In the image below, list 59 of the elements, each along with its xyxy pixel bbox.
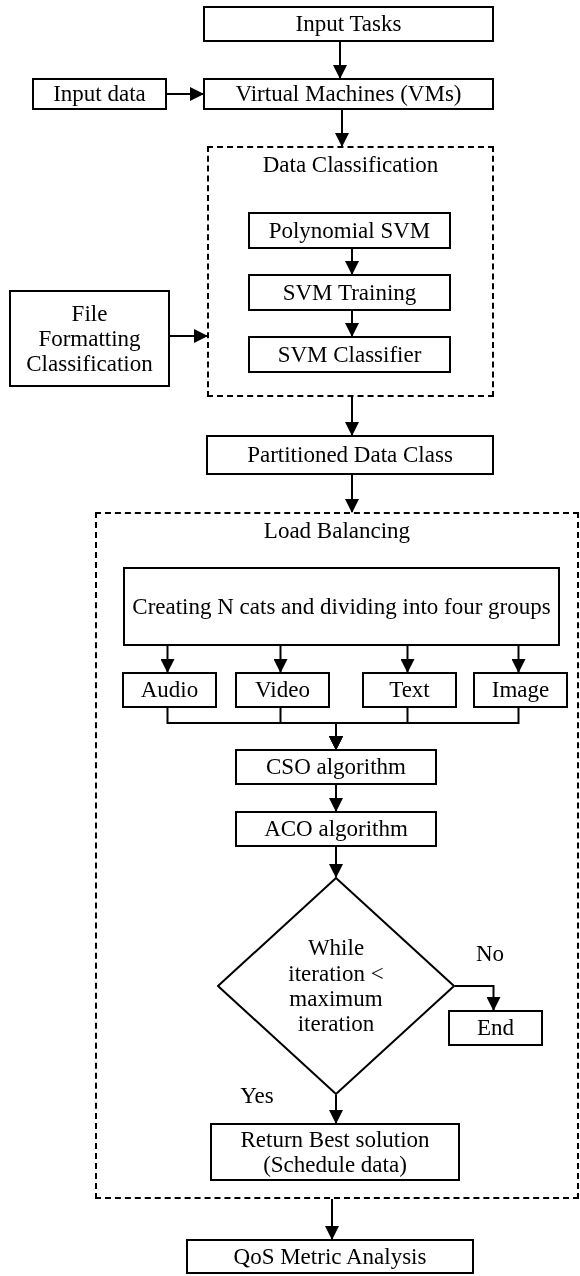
node-label: CSO algorithm (266, 754, 406, 780)
node-label: Text (389, 677, 430, 703)
process-box (448, 1010, 543, 1046)
node-label: Video (255, 677, 310, 703)
node-label: Image (491, 677, 550, 703)
arrow (273, 645, 288, 673)
process-box (122, 672, 217, 708)
process-box (248, 212, 451, 249)
process-box (186, 1239, 474, 1274)
arrow (335, 109, 349, 147)
arrow (400, 645, 415, 673)
process-box (235, 749, 437, 785)
arrow (345, 396, 359, 436)
arrow (345, 474, 359, 513)
arrow (329, 1094, 343, 1124)
node-label: While iteration < maximum iteration (287, 935, 385, 1037)
process-box (203, 6, 494, 42)
group-title: Data Classification (261, 152, 440, 178)
node-label: QoS Metric Analysis (233, 1243, 427, 1270)
process-box (206, 435, 494, 475)
node-label: Input data (53, 81, 146, 107)
node-label: File Formatting Classification (25, 300, 154, 377)
arrow (166, 87, 204, 101)
process-box (362, 672, 457, 708)
node-label: Virtual Machines (VMs) (235, 81, 462, 107)
node-label: Input Tasks (295, 11, 402, 37)
arrow (454, 985, 501, 1011)
node-label: ACO algorithm (264, 816, 408, 842)
process-box (473, 672, 568, 708)
process-box (203, 78, 494, 110)
arrow (325, 1198, 339, 1240)
process-box (9, 290, 170, 387)
arrow (333, 41, 347, 79)
process-box (235, 811, 437, 847)
arrow (329, 707, 520, 750)
node-label: Polynomial SVM (268, 217, 431, 244)
dashed-group-box (95, 512, 579, 1199)
arrow (345, 248, 359, 275)
dashed-group-box (207, 146, 494, 397)
arrow (511, 645, 526, 673)
arrow (345, 310, 359, 337)
arrow (329, 784, 343, 812)
node-label: Return Best solution (Schedule data) (239, 1126, 431, 1178)
process-box (248, 336, 451, 373)
node-label: Creating N cats and dividing into four groups (132, 593, 551, 620)
node-label: End (476, 1015, 515, 1041)
arrow (169, 329, 208, 343)
node-label: SVM Training (282, 279, 417, 306)
process-box (248, 274, 451, 311)
node-label: SVM Classifier (277, 341, 422, 368)
process-box (32, 78, 167, 110)
process-box (210, 1123, 460, 1181)
group-title: Load Balancing (262, 518, 412, 544)
node-label: Audio (140, 677, 199, 703)
process-box (235, 672, 330, 708)
node-label: Partitioned Data Class (247, 442, 453, 468)
process-box (123, 567, 560, 646)
arrow (160, 645, 175, 673)
arrow (329, 846, 343, 878)
